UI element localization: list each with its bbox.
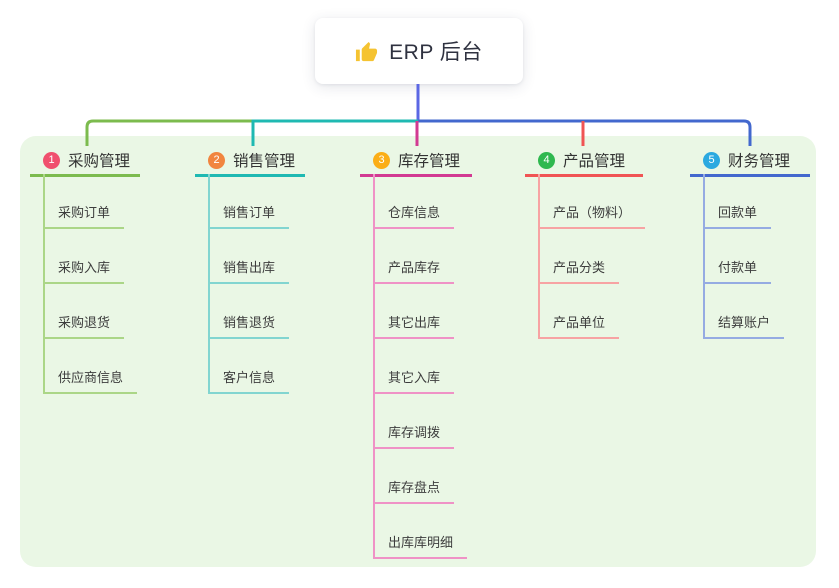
root-title: ERP 后台 xyxy=(389,41,483,64)
branch-title: 库存管理 xyxy=(398,153,461,170)
child-label: 产品库存 xyxy=(373,257,455,284)
child-node[interactable]: 销售退货 xyxy=(208,284,305,339)
child-node[interactable]: 销售订单 xyxy=(208,174,305,229)
branch-title: 产品管理 xyxy=(563,153,626,170)
thumbs-up-icon xyxy=(356,41,378,61)
branch-number-badge: 4 xyxy=(538,151,555,169)
branch-title: 财务管理 xyxy=(728,153,791,170)
child-node[interactable]: 产品库存 xyxy=(373,229,472,284)
branch-number-badge: 3 xyxy=(373,151,390,169)
child-label: 仓库信息 xyxy=(373,202,455,229)
child-label: 出库库明细 xyxy=(373,532,468,559)
branch-number-badge: 1 xyxy=(43,151,60,169)
branch-children: 销售订单 销售出库 销售退货 客户信息 xyxy=(195,174,305,394)
child-label: 销售退货 xyxy=(208,312,290,339)
child-label: 其它入库 xyxy=(373,367,455,394)
child-node[interactable]: 采购退货 xyxy=(43,284,140,339)
child-label: 其它出库 xyxy=(373,312,455,339)
child-node[interactable]: 其它出库 xyxy=(373,284,472,339)
child-label: 产品分类 xyxy=(538,257,620,284)
child-node[interactable]: 采购订单 xyxy=(43,174,140,229)
child-node[interactable]: 其它入库 xyxy=(373,339,472,394)
child-node[interactable]: 销售出库 xyxy=(208,229,305,284)
child-node[interactable]: 仓库信息 xyxy=(373,174,472,229)
branch-2: 2 销售管理 销售订单 销售出库 销售退货 客户信息 xyxy=(195,146,305,394)
child-label: 销售出库 xyxy=(208,257,290,284)
child-label: 销售订单 xyxy=(208,202,290,229)
root-node[interactable]: ERP 后台 xyxy=(315,18,523,84)
child-node[interactable]: 产品单位 xyxy=(538,284,643,339)
child-node[interactable]: 回款单 xyxy=(703,174,810,229)
branch-children: 回款单 付款单 结算账户 xyxy=(690,174,810,339)
child-label: 产品单位 xyxy=(538,312,620,339)
branch-children: 采购订单 采购入库 采购退货 供应商信息 xyxy=(30,174,140,394)
branch-number-badge: 2 xyxy=(208,151,225,169)
child-label: 供应商信息 xyxy=(43,367,138,394)
child-label: 采购退货 xyxy=(43,312,125,339)
branch-number-badge: 5 xyxy=(703,151,720,169)
branch-header[interactable]: 3 库存管理 xyxy=(360,146,472,177)
child-node[interactable]: 付款单 xyxy=(703,229,810,284)
branch-1: 1 采购管理 采购订单 采购入库 采购退货 供应商信息 xyxy=(30,146,140,394)
child-node[interactable]: 客户信息 xyxy=(208,339,305,394)
child-label: 付款单 xyxy=(703,257,772,284)
branch-title: 销售管理 xyxy=(233,153,296,170)
child-label: 客户信息 xyxy=(208,367,290,394)
child-label: 库存盘点 xyxy=(373,477,455,504)
child-node[interactable]: 产品（物料） xyxy=(538,174,646,229)
child-node[interactable]: 出库库明细 xyxy=(373,504,472,559)
child-node[interactable]: 结算账户 xyxy=(703,284,810,339)
branch-header[interactable]: 1 采购管理 xyxy=(30,146,140,177)
child-node[interactable]: 采购入库 xyxy=(43,229,140,284)
branch-4: 4 产品管理 产品（物料） 产品分类 产品单位 xyxy=(525,146,646,339)
child-label: 回款单 xyxy=(703,202,772,229)
child-node[interactable]: 库存调拨 xyxy=(373,394,472,449)
child-label: 库存调拨 xyxy=(373,422,455,449)
child-label: 采购入库 xyxy=(43,257,125,284)
child-label: 产品（物料） xyxy=(538,202,646,229)
branch-header[interactable]: 4 产品管理 xyxy=(525,146,643,177)
child-label: 采购订单 xyxy=(43,202,125,229)
branch-children: 仓库信息 产品库存 其它出库 其它入库 库存调拨 库存盘点 出库库明细 xyxy=(360,174,472,559)
branch-children: 产品（物料） 产品分类 产品单位 xyxy=(525,174,646,339)
child-node[interactable]: 库存盘点 xyxy=(373,449,472,504)
branch-title: 采购管理 xyxy=(68,153,131,170)
branch-3: 3 库存管理 仓库信息 产品库存 其它出库 其它入库 库存调拨 库存盘点 出库库… xyxy=(360,146,472,559)
mindmap-panel xyxy=(20,136,816,567)
child-node[interactable]: 产品分类 xyxy=(538,229,643,284)
branch-header[interactable]: 2 销售管理 xyxy=(195,146,305,177)
child-node[interactable]: 供应商信息 xyxy=(43,339,140,394)
branch-header[interactable]: 5 财务管理 xyxy=(690,146,810,177)
branch-5: 5 财务管理 回款单 付款单 结算账户 xyxy=(690,146,810,339)
child-label: 结算账户 xyxy=(703,312,785,339)
